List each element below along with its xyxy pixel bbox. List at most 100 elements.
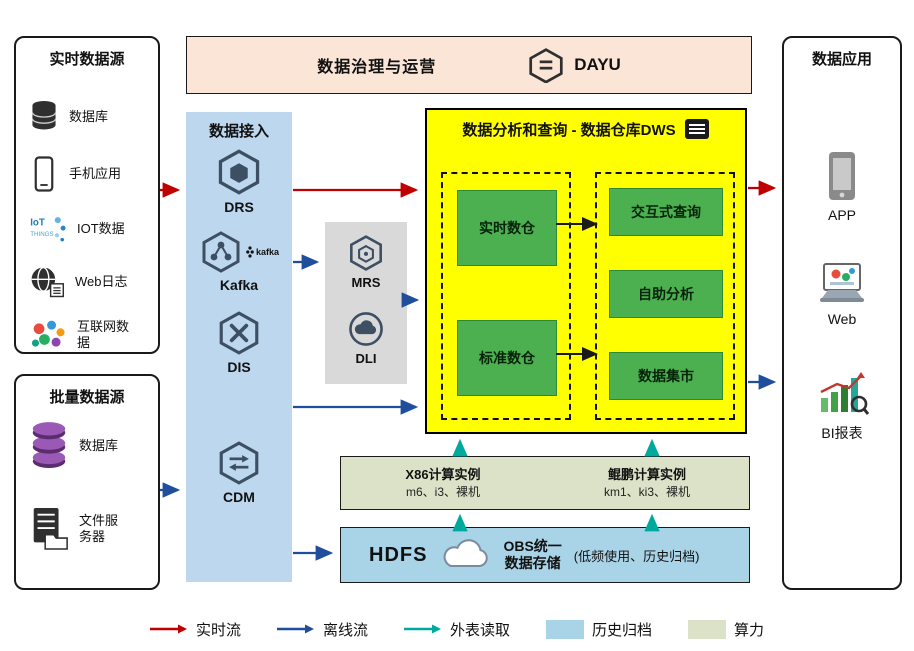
dayu-logo: DAYU: [526, 47, 621, 83]
legend-item-realtime-flow: 实时流: [149, 619, 241, 640]
service-label: DLI: [355, 351, 377, 366]
legend-item-compute-power: 算力: [688, 619, 764, 640]
dayu-hexagon-icon: [529, 48, 563, 83]
legend-label: 算力: [734, 621, 765, 639]
hdfs-label: HDFS: [369, 543, 428, 566]
module-label: 数据集市: [638, 368, 694, 384]
module-data-mart: 数据集市: [609, 352, 723, 400]
kafka-logo-icon: [246, 246, 254, 258]
service-label: DIS: [227, 359, 251, 375]
governance-title: 数据治理与运营: [317, 59, 437, 76]
file-server-icon: [28, 506, 70, 552]
legend-item-external-read: 外表读取: [403, 619, 510, 640]
archive-swatch: [546, 619, 584, 639]
module-label: 交互式查询: [631, 204, 701, 220]
module-interactive-query: 交互式查询: [609, 188, 723, 236]
service-label: DRS: [224, 199, 254, 215]
iot-icon: IoT THINGS: [28, 213, 68, 245]
source-item-iot: IoT THINGS IOT数据: [28, 206, 152, 252]
legend-item-offline-flow: 离线流: [276, 619, 368, 640]
service-label: CDM: [223, 489, 255, 505]
legend-label: 离线流: [322, 621, 368, 639]
app-item-label: Web: [827, 311, 857, 327]
kunpeng-compute-group: 鲲鹏计算实例 km1、ki3、裸机: [545, 457, 749, 509]
kafka-badge-text: kafka: [255, 247, 280, 257]
source-item-label: IOT数据: [77, 220, 125, 236]
kafka-badge: kafka: [246, 246, 279, 258]
source-item-label: 文件服务器: [79, 512, 119, 544]
ingestion-title: 数据接入: [208, 123, 269, 140]
service-cdm: CDM: [186, 440, 292, 505]
storage-note: (低频使用、历史归档): [573, 548, 700, 564]
drs-hexagon-icon: [218, 149, 260, 195]
app-item-label: APP: [827, 207, 856, 223]
source-item-web-log: Web日志: [28, 258, 152, 306]
module-realtime-warehouse: 实时数仓: [457, 190, 557, 266]
legend: 实时流 离线流 外表读取 历史归档 算力: [0, 612, 914, 646]
app-item-label: BI报表: [821, 425, 863, 441]
web-globe-icon: [28, 264, 66, 300]
dws-warehouse-box: 数据分析和查询 - 数据仓库DWS 实时数仓 标准数仓 交互式查询 自助分析: [425, 108, 747, 434]
app-item-app: APP: [784, 150, 900, 223]
svg-text:THINGS: THINGS: [30, 231, 54, 238]
legend-label: 历史归档: [592, 621, 653, 639]
module-label: 标准数仓: [479, 350, 535, 366]
service-label: Kafka: [219, 277, 259, 293]
dli-cloud-icon: [349, 312, 383, 346]
obs-cloud-icon: [444, 539, 489, 567]
dws-title-row: 数据分析和查询 - 数据仓库DWS: [427, 118, 745, 140]
service-label: MRS: [351, 275, 381, 290]
teal-arrow-icon: [403, 624, 441, 634]
source-item-file-server: 文件服务器: [28, 498, 152, 560]
mobile-phone-icon: [28, 155, 60, 193]
service-dis: DIS: [186, 310, 292, 375]
source-item-database: 数据库: [28, 92, 152, 142]
dws-left-group: 实时数仓 标准数仓: [441, 172, 571, 420]
dws-title: 数据分析和查询 - 数据仓库DWS: [462, 121, 676, 139]
x86-compute-group: X86计算实例 m6、i3、裸机: [341, 457, 545, 509]
batch-sources-panel: 批量数据源 数据库: [14, 374, 160, 590]
web-monitor-icon: [820, 263, 864, 302]
app-phone-icon: [829, 152, 855, 200]
svg-text:IoT: IoT: [30, 217, 45, 228]
dws-right-group: 交互式查询 自助分析 数据集市: [595, 172, 735, 420]
obs-storage-label: OBS统一 数据存储: [503, 538, 561, 573]
compute-group-title: X86计算实例: [405, 467, 481, 483]
mrs-hexagon-icon: [350, 235, 382, 271]
obs-line1: OBS统一: [503, 537, 562, 554]
app-item-bi-report: BI报表: [784, 370, 900, 443]
compute-group-specs: m6、i3、裸机: [405, 484, 480, 499]
processing-box: MRS DLI: [325, 222, 407, 384]
source-item-label: 数据库: [79, 437, 119, 453]
applications-title: 数据应用: [811, 51, 872, 68]
source-item-mobile-app: 手机应用: [28, 150, 152, 198]
bi-report-icon: [820, 372, 869, 415]
dis-hexagon-icon: [219, 311, 259, 355]
source-item-internet-data: 互联网数据: [28, 310, 152, 360]
service-mrs: MRS: [325, 234, 407, 290]
governance-bar: 数据治理与运营 DAYU: [186, 36, 752, 94]
batch-sources-title: 批量数据源: [49, 389, 125, 406]
realtime-sources-panel: 实时数据源 数据库 手机应用: [14, 36, 160, 354]
red-arrow-icon: [149, 624, 187, 634]
compute-power-swatch: [688, 619, 727, 639]
storage-box: HDFS OBS统一 数据存储 (低频使用、历史归档): [340, 527, 750, 583]
compute-instances-box: X86计算实例 m6、i3、裸机 鲲鹏计算实例 km1、ki3、裸机: [340, 456, 750, 510]
legend-item-archive: 历史归档: [546, 619, 652, 640]
source-item-label: 手机应用: [69, 165, 122, 181]
service-kafka: kafka Kafka: [186, 230, 292, 293]
source-item-batch-database: 数据库: [28, 418, 152, 474]
blue-arrow-icon: [276, 624, 314, 634]
data-ingestion-column: 数据接入 DRS ka: [186, 112, 292, 582]
source-item-label: 互联网数据: [77, 318, 130, 350]
dayu-logo-text: DAYU: [574, 55, 621, 74]
database-icon: [28, 99, 60, 135]
module-label: 自助分析: [638, 286, 694, 302]
dws-database-icon: [684, 119, 709, 139]
data-applications-panel: 数据应用 APP Web: [782, 36, 902, 590]
module-label: 实时数仓: [479, 220, 535, 236]
obs-line2: 数据存储: [504, 555, 561, 571]
module-self-service-analysis: 自助分析: [609, 270, 723, 318]
realtime-sources-title: 实时数据源: [49, 51, 125, 68]
